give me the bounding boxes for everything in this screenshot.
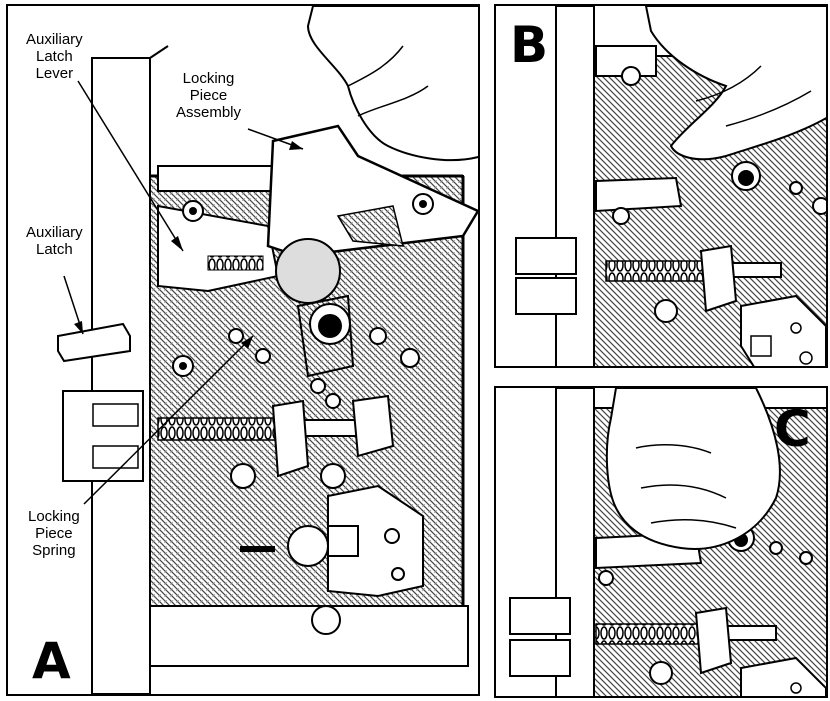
hand-illustration (644, 6, 826, 161)
label-line: Locking (182, 70, 235, 87)
label-line: Spring (32, 542, 76, 559)
panel-letter-c: C (774, 400, 811, 458)
label-line: Auxiliary (26, 31, 83, 48)
main-spring (157, 417, 284, 441)
label-locking-piece-spring: Locking Piece Spring (28, 508, 80, 559)
label-auxiliary-latch: Auxiliary Latch (26, 224, 83, 258)
panel-a-drawing (57, 6, 478, 694)
panel-c: C (494, 386, 828, 698)
locking-piece-assembly (266, 124, 478, 258)
label-line: Locking (28, 508, 80, 525)
panel-a: Auxiliary Latch Lever Locking Piece Asse… (6, 4, 480, 696)
panel-letter-a: A (32, 632, 71, 690)
label-auxiliary-latch-lever: Auxiliary Latch Lever (26, 31, 83, 82)
hand-illustration (306, 6, 478, 162)
label-line: Latch (35, 48, 73, 65)
label-line: Assembly (176, 104, 242, 121)
label-locking-piece-assembly: Locking Piece Assembly (176, 70, 241, 121)
face-plate (91, 57, 151, 694)
panel-b-drawing (515, 6, 826, 366)
hand-illustration (605, 388, 781, 550)
label-line: Lever (35, 65, 74, 82)
auxiliary-latch (57, 322, 131, 363)
panel-c-drawing (509, 388, 826, 696)
label-line: Latch (35, 241, 73, 258)
panel-letter-b: B (510, 16, 549, 74)
label-line: Piece (35, 525, 73, 542)
panel-b: B (494, 4, 828, 368)
label-line: Auxiliary (26, 224, 83, 241)
label-line: Piece (189, 87, 228, 104)
